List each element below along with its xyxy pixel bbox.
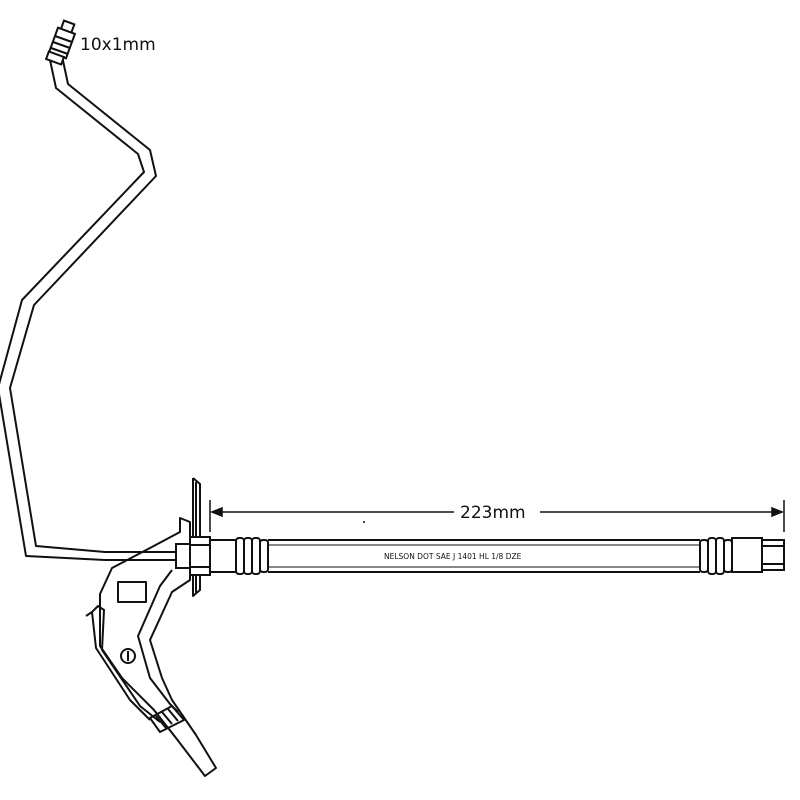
hose-fitting-left — [175, 536, 269, 576]
brake-pipe — [0, 55, 176, 561]
thread-size-label: 10x1mm — [80, 35, 156, 55]
length-dimension — [209, 500, 785, 532]
rubber-hose — [268, 539, 700, 573]
mounting-bracket — [85, 477, 217, 777]
length-dimension-label: 223mm — [460, 503, 526, 523]
hose-printed-marking: NELSON DOT SAE J 1401 HL 1/8 DZE — [384, 552, 522, 561]
drawing-speck — [363, 521, 365, 523]
top-union-fitting — [44, 19, 77, 66]
hose-fitting-right — [699, 537, 785, 575]
